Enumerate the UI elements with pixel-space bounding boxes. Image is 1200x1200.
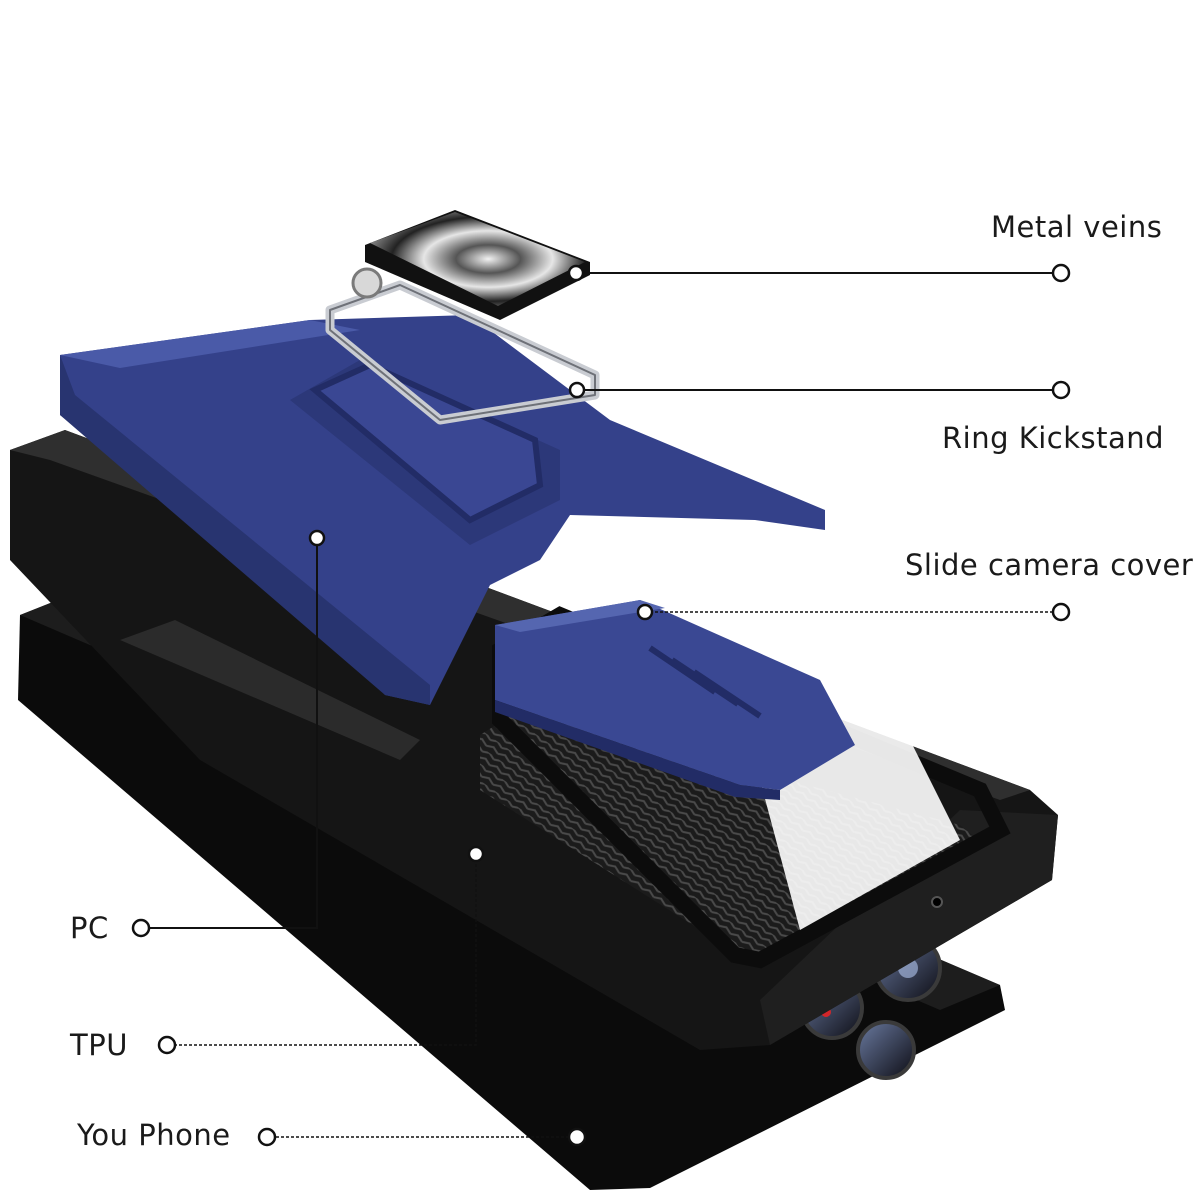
label-you-phone: You Phone [77,1118,231,1152]
slide-camera-cover [495,600,855,800]
label-metal-veins: Metal veins [991,210,1163,244]
metal-veins-plate [365,210,590,320]
label-pc: PC [70,911,109,945]
pc-back-plate [60,315,825,705]
label-slide-camera-cover: Slide camera cover [905,548,1194,582]
phone-camera-lens-icon [856,1020,916,1080]
label-ring-kickstand: Ring Kickstand [942,421,1165,455]
callout-slide-camera-cover [636,602,1071,622]
label-tpu: TPU [70,1028,128,1062]
callout-metal-veins [567,263,1071,283]
callout-pc [131,529,326,938]
kickstand-hinge-icon [351,267,383,299]
callout-tpu [157,845,485,1055]
ring-kickstand [325,267,600,425]
tpu-port-icon [931,896,943,908]
callout-ring-kickstand [568,380,1071,400]
callout-you-phone [257,1127,587,1147]
